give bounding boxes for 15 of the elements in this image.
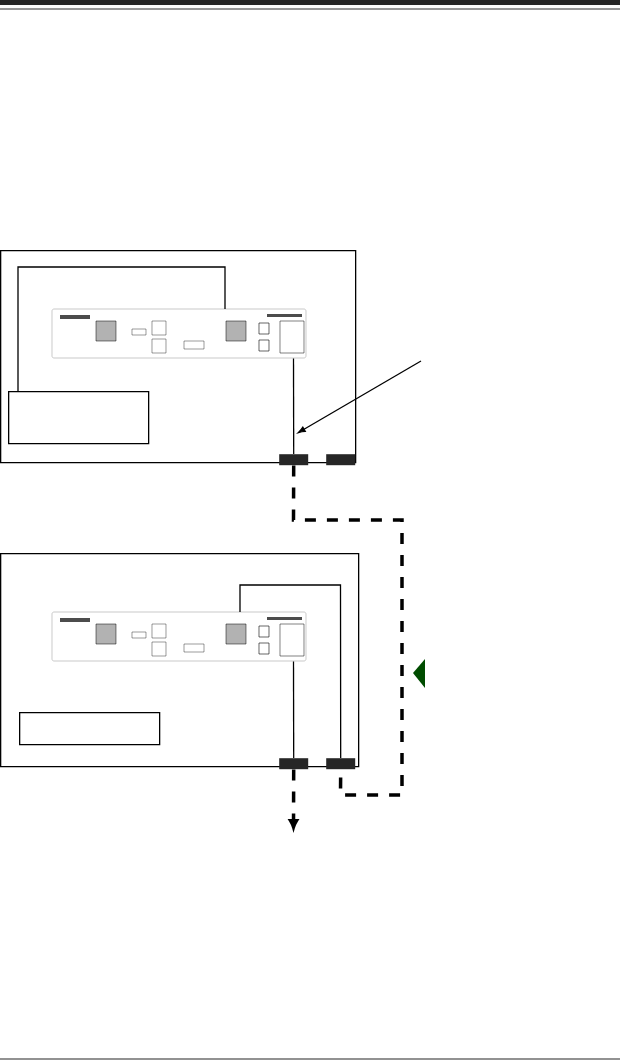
connector-block bbox=[326, 454, 356, 466]
cable bbox=[17, 266, 226, 392]
cable bbox=[239, 584, 342, 759]
cable bbox=[291, 465, 404, 797]
connector-block bbox=[279, 454, 309, 466]
connector-block bbox=[326, 758, 356, 770]
cable bbox=[292, 357, 295, 455]
picture bbox=[51, 611, 307, 662]
picture bbox=[51, 308, 307, 359]
connector-block bbox=[279, 758, 309, 770]
frame-box bbox=[19, 712, 161, 746]
frame-box bbox=[8, 391, 150, 445]
frame-box bbox=[0, 553, 360, 768]
frame-box bbox=[0, 250, 357, 464]
cable bbox=[292, 660, 295, 759]
